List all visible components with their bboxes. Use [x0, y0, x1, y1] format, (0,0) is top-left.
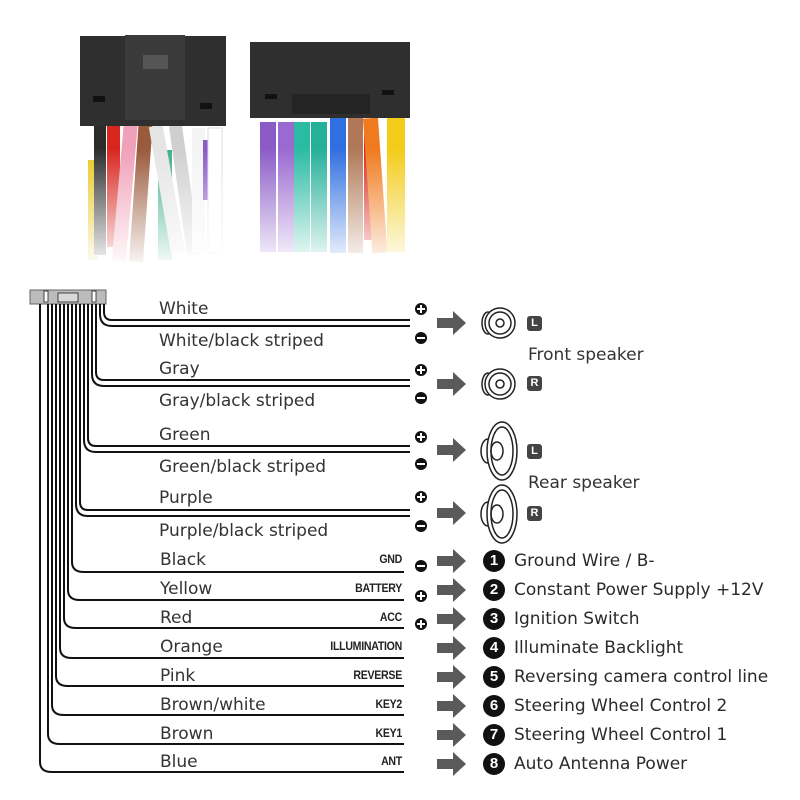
number-badge-2: 2 [483, 579, 505, 601]
desc-key2: Steering Wheel Control 2 [514, 696, 728, 716]
desc-ground: Ground Wire / B- [514, 551, 655, 571]
minus-icon [415, 560, 427, 572]
plus-icon [415, 590, 427, 602]
rear-left-speaker-icon [480, 421, 518, 481]
plus-icon [415, 431, 427, 443]
polarity-symbols [415, 303, 427, 630]
wire-label-orange: Orange [160, 637, 223, 657]
badge-right: R [527, 376, 542, 391]
number-badge-5: 5 [483, 666, 505, 688]
desc-reverse: Reversing camera control line [514, 667, 769, 687]
wire-label-gray: Gray [159, 359, 200, 379]
harness-plug-icon [29, 289, 107, 305]
wire-label-purple: Purple [159, 488, 213, 508]
desc-key1: Steering Wheel Control 1 [514, 725, 728, 745]
plus-icon [415, 618, 427, 630]
number-badge-8: 8 [483, 753, 505, 775]
wire-code-key2: KEY2 [375, 699, 402, 711]
minus-icon [415, 520, 427, 532]
connector-photo [0, 0, 800, 270]
plus-icon [415, 491, 427, 503]
plus-icon [415, 364, 427, 376]
wire-label-red: Red [160, 608, 193, 628]
desc-ignition: Ignition Switch [514, 609, 640, 629]
wire-label-purple-black: Purple/black striped [159, 521, 329, 541]
wire-code-gnd: GND [379, 554, 402, 566]
wire-label-brown: Brown [160, 724, 214, 744]
wire-code-battery: BATTERY [355, 583, 402, 595]
number-badge-6: 6 [483, 695, 505, 717]
wire-code-key1: KEY1 [375, 728, 402, 740]
desc-battery: Constant Power Supply +12V [514, 580, 764, 600]
minus-icon [415, 392, 427, 404]
arrow-icons [437, 311, 466, 776]
wire-label-yellow: Yellow [160, 579, 213, 599]
wire-label-white: White [159, 299, 209, 319]
wire-label-black: Black [160, 550, 206, 570]
wire-label-blue: Blue [160, 752, 198, 772]
wire-code-reverse: REVERSE [353, 670, 402, 682]
number-badge-1: 1 [483, 550, 505, 572]
minus-icon [415, 332, 427, 344]
wire-label-pink: Pink [160, 666, 196, 686]
front-speaker-label: Front speaker [528, 345, 644, 365]
wire-label-brown-white: Brown/white [160, 695, 266, 715]
wire-code-ant: ANT [381, 756, 402, 768]
desc-illumination: Illuminate Backlight [514, 638, 684, 658]
badge-left: L [527, 444, 542, 459]
rear-right-speaker-icon [480, 484, 518, 544]
badge-left: L [527, 316, 542, 331]
plus-icon [415, 303, 427, 315]
wire-code-acc: ACC [379, 612, 402, 624]
front-right-speaker-icon [481, 368, 516, 400]
wire-label-white-black: White/black striped [159, 331, 324, 351]
wire-code-illumination: ILLUMINATION [330, 641, 402, 653]
wire-label-green: Green [159, 425, 211, 445]
number-badge-3: 3 [483, 608, 505, 630]
number-badge-4: 4 [483, 637, 505, 659]
front-left-speaker-icon [481, 307, 516, 339]
number-badge-7: 7 [483, 724, 505, 746]
desc-antenna: Auto Antenna Power [514, 754, 688, 774]
rear-speaker-label: Rear speaker [528, 473, 640, 493]
badge-right: R [527, 506, 542, 521]
minus-icon [415, 458, 427, 470]
wire-label-gray-black: Gray/black striped [159, 391, 316, 411]
wire-label-green-black: Green/black striped [159, 457, 327, 477]
